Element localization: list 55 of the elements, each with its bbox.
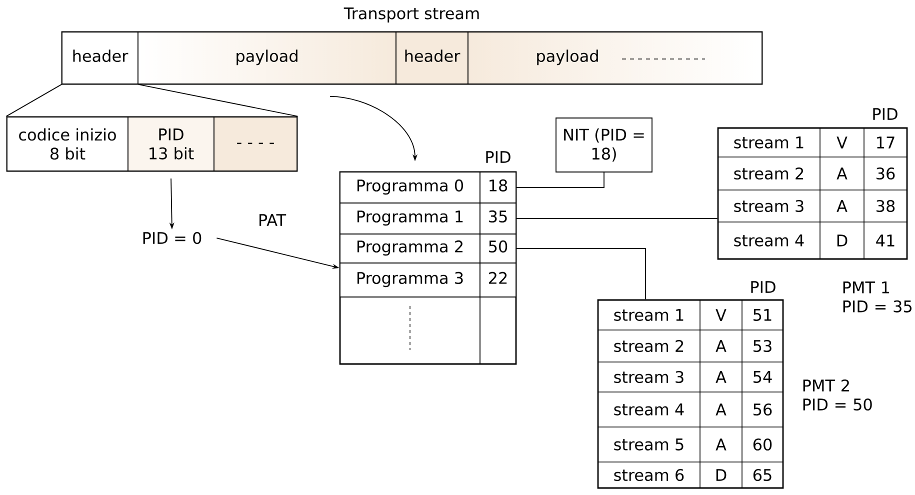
band-title: Transport stream	[344, 8, 479, 22]
payload-cell: payload	[138, 32, 396, 84]
pid-value: 51	[754, 309, 772, 321]
pid-value: 17	[877, 136, 894, 148]
pid-value: 60	[753, 438, 772, 451]
header-cell: header	[62, 32, 138, 84]
field-cell: - - - -	[214, 116, 298, 172]
table-caption: PMT 2 PID = 50	[803, 379, 872, 411]
pid-value: 65	[753, 468, 772, 482]
stream-name: stream 2	[734, 167, 804, 180]
field-cell: codice inizio 8 bit	[6, 116, 128, 172]
stream-name: stream 3	[734, 200, 804, 212]
stream-type: A	[836, 168, 848, 180]
column-heading: PID	[486, 151, 510, 163]
payload-cell: payload	[468, 32, 762, 84]
stream-type: V	[836, 136, 848, 148]
stream-type: D	[837, 234, 848, 246]
stream-type: A	[716, 371, 726, 383]
column-heading: PID	[751, 281, 776, 293]
pid-cell: 18	[480, 172, 516, 204]
pid-cell: 50	[480, 234, 516, 264]
stream-name: stream 4	[614, 404, 684, 416]
pid-value: 54	[754, 371, 772, 383]
stream-type: A	[716, 404, 726, 416]
pid-value: 53	[754, 340, 772, 352]
pid-value: 38	[876, 200, 895, 212]
connector-line	[6, 84, 62, 117]
stream-name: stream 6	[614, 468, 684, 482]
field-cell: PID 13 bit	[128, 116, 214, 172]
pid-cell: 35	[480, 202, 516, 234]
stream-type: A	[716, 438, 726, 450]
stream-name: stream 1	[734, 136, 804, 148]
connector-line	[516, 218, 718, 219]
stream-type: A	[716, 340, 726, 352]
table-caption: PMT 1 PID = 35	[843, 282, 912, 312]
pid-value: 41	[876, 234, 894, 246]
edge-label: PAT	[256, 213, 288, 227]
connector-line	[516, 248, 646, 300]
stream-type: V	[716, 309, 726, 321]
pid-value: 36	[876, 167, 895, 180]
column-heading: PID	[873, 108, 898, 120]
stream-name: stream 2	[614, 340, 684, 352]
stream-type: A	[836, 200, 848, 212]
pid-value: 56	[754, 403, 772, 416]
stream-type: D	[716, 469, 726, 481]
stream-name: stream 5	[614, 438, 684, 450]
connector-line	[138, 84, 298, 117]
stream-name: stream 4	[734, 234, 804, 246]
pid-label: PID = 0	[143, 232, 202, 244]
pid-cell: 22	[480, 262, 516, 298]
stream-name: stream 3	[614, 370, 684, 384]
nit-box: NIT (PID = 18)	[556, 118, 652, 172]
stream-name: stream 1	[614, 309, 684, 321]
connector-line	[516, 172, 604, 188]
header-cell: header	[396, 32, 468, 84]
